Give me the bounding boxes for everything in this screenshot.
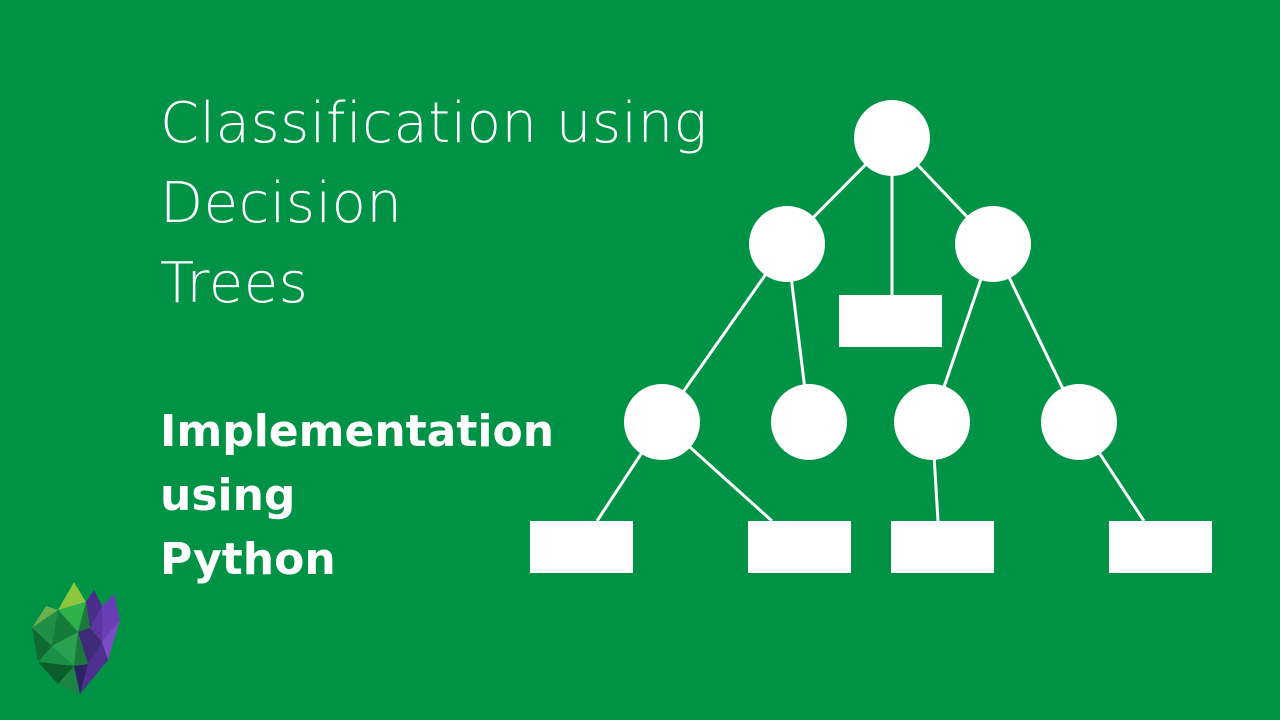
decision-node-right-left bbox=[894, 384, 970, 460]
slide-subtitle: Implementation using Python bbox=[160, 400, 554, 592]
decision-node-left-left bbox=[624, 384, 700, 460]
decision-node-left-right bbox=[771, 384, 847, 460]
subtitle-line-3: Python bbox=[160, 534, 336, 585]
title-line-3: Trees bbox=[160, 251, 309, 316]
title-line-2: Decision bbox=[160, 171, 403, 236]
subtitle-line-1: Implementation bbox=[160, 406, 555, 457]
leaf-node-right-right-leaf bbox=[1109, 521, 1212, 573]
crystal-shield-logo-icon bbox=[32, 582, 120, 694]
title-line-1: Classification using bbox=[160, 91, 708, 156]
decision-node-left bbox=[749, 206, 825, 282]
subtitle-line-2: using bbox=[160, 470, 296, 521]
tree-nodes bbox=[530, 100, 1212, 573]
slide-title: Classification using Decision Trees bbox=[160, 84, 708, 324]
leaf-node-root-leaf bbox=[839, 295, 942, 347]
leaf-node-left-left-leaf-2 bbox=[748, 521, 851, 573]
leaf-node-right-left-leaf bbox=[891, 521, 994, 573]
decision-node-right-right bbox=[1041, 384, 1117, 460]
leaf-node-left-left-leaf-1 bbox=[530, 521, 633, 573]
decision-node-right bbox=[955, 206, 1031, 282]
decision-node-root bbox=[854, 100, 930, 176]
